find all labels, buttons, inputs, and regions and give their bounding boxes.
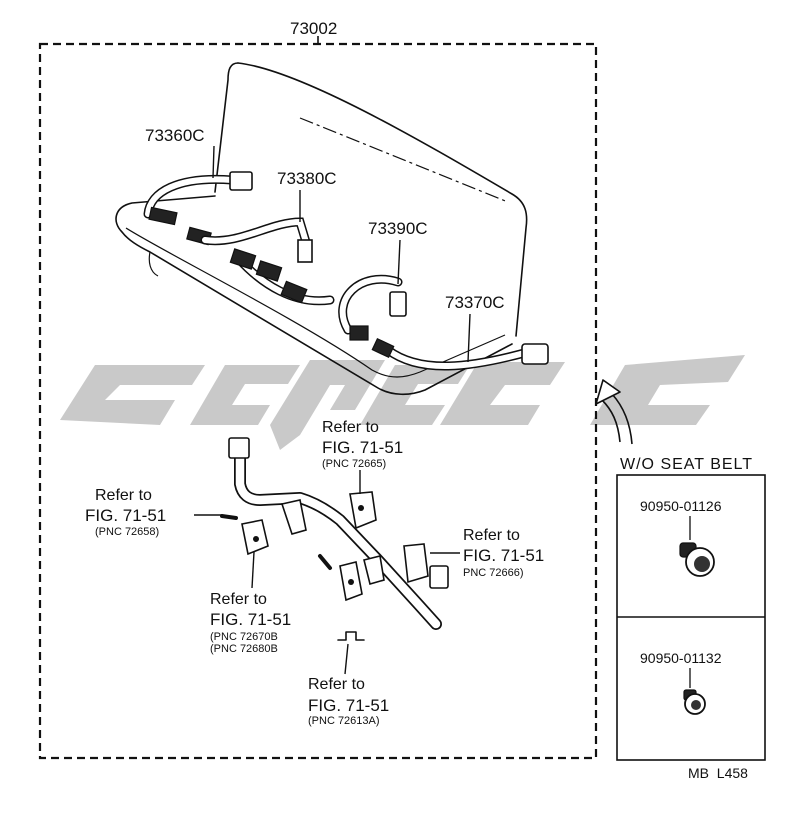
reference-figure: FIG. 71-51 bbox=[322, 438, 403, 457]
buckle-icon bbox=[297, 239, 313, 263]
seat-bench-icon bbox=[115, 62, 528, 396]
arrow-icon bbox=[595, 379, 633, 445]
figure-code: MB L458 bbox=[688, 765, 748, 781]
reference-72658: Refer to FIG. 71-51 (PNC 72658) bbox=[85, 487, 166, 538]
buckle-icon bbox=[521, 343, 549, 365]
seat-belt-73380c bbox=[200, 217, 335, 306]
buckle-icon bbox=[389, 291, 407, 317]
reference-figure: FIG. 71-51 bbox=[210, 610, 291, 629]
assembly-number: 73002 bbox=[290, 19, 337, 38]
mounting-parts bbox=[220, 514, 365, 641]
bolt-icon bbox=[318, 554, 332, 570]
reference-pnc: (PNC 72613A) bbox=[308, 715, 380, 727]
part-label-73360c: 73360C bbox=[145, 126, 205, 145]
seat-belt-73390c bbox=[338, 274, 407, 341]
bracket-icon bbox=[403, 543, 429, 584]
reference-intro: Refer to bbox=[210, 591, 267, 608]
reference-intro: Refer to bbox=[322, 419, 379, 436]
clip-icon bbox=[337, 631, 365, 641]
reference-figure: FIG. 71-51 bbox=[463, 546, 544, 565]
leader-73360c bbox=[212, 145, 215, 179]
part-label-73380c: 73380C bbox=[277, 169, 337, 188]
leader-ref-72670b bbox=[251, 551, 255, 589]
leader-73390c bbox=[397, 239, 401, 285]
reference-intro: Refer to bbox=[463, 527, 520, 544]
leader-73370c bbox=[467, 313, 471, 363]
reference-pnc: (PNC 72665) bbox=[322, 458, 386, 470]
reference-pnc: (PNC 72670B bbox=[210, 631, 278, 643]
anchor-frame-icon bbox=[228, 437, 449, 630]
part-label-73390c: 73390C bbox=[368, 219, 428, 238]
reference-intro: Refer to bbox=[308, 676, 365, 693]
reference-figure: FIG. 71-51 bbox=[308, 696, 389, 715]
part-label-73370c: 73370C bbox=[445, 293, 505, 312]
reference-72670b: Refer to FIG. 71-51 (PNC 72670B (PNC 726… bbox=[210, 591, 291, 655]
bracket-icon bbox=[363, 555, 385, 585]
reference-figure: FIG. 71-51 bbox=[85, 506, 166, 525]
reference-72665: Refer to FIG. 71-51 (PNC 72665) bbox=[322, 419, 403, 470]
bracket-icon bbox=[280, 499, 307, 535]
buckle-icon bbox=[255, 260, 283, 282]
tongue-icon bbox=[371, 337, 395, 359]
reference-72613a: Refer to FIG. 71-51 (PNC 72613A) bbox=[308, 676, 389, 727]
seat-belt-73360c bbox=[143, 171, 253, 246]
grommet-icon bbox=[683, 689, 706, 715]
side-part-number: 90950-01132 bbox=[640, 650, 722, 666]
connector-icon bbox=[429, 565, 449, 589]
seat-belt-73370c bbox=[371, 337, 549, 371]
leader-ref-72613a bbox=[344, 643, 349, 675]
side-part-number: 90950-01126 bbox=[640, 498, 722, 514]
side-panel-heading: W/O SEAT BELT bbox=[620, 456, 753, 473]
grommet-icon bbox=[679, 542, 715, 577]
buckle-icon bbox=[280, 280, 308, 304]
reference-72666: Refer to FIG. 71-51 PNC 72666) bbox=[463, 527, 544, 579]
reference-pnc: (PNC 72680B bbox=[210, 643, 278, 655]
buckle-icon bbox=[229, 171, 253, 191]
tongue-icon bbox=[148, 206, 178, 226]
connector-icon bbox=[228, 437, 250, 459]
bolt-icon bbox=[220, 514, 238, 520]
reference-pnc: PNC 72666) bbox=[463, 567, 524, 579]
tongue-icon bbox=[349, 325, 369, 341]
buckle-icon bbox=[229, 248, 257, 270]
reference-pnc: (PNC 72658) bbox=[95, 526, 159, 538]
watermark-logo bbox=[60, 355, 745, 450]
reference-intro: Refer to bbox=[95, 487, 152, 504]
